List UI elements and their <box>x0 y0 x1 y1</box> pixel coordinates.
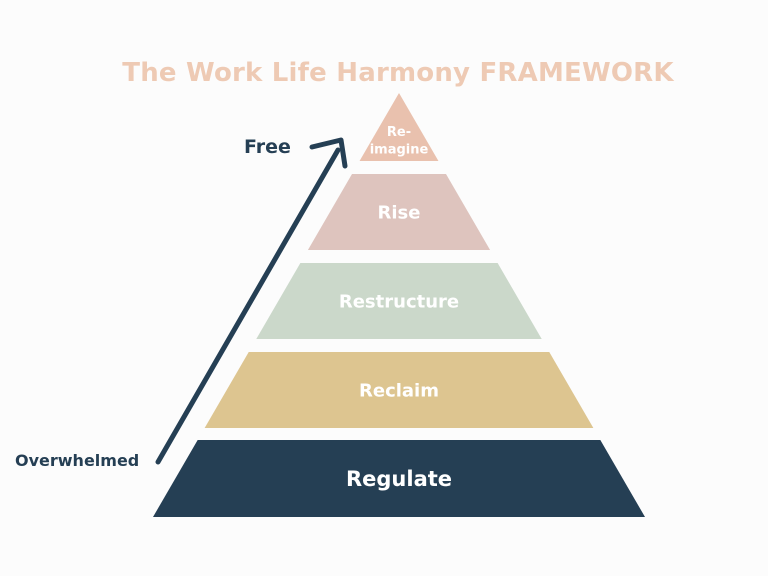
page-title: The Work Life Harmony FRAMEWORK <box>122 58 674 88</box>
label-free: Free <box>244 136 291 158</box>
arrow-head-icon <box>309 137 348 169</box>
tier-restructure <box>256 263 542 339</box>
arrow-shaft <box>155 147 341 465</box>
tier-label-rise: Rise <box>378 202 421 223</box>
tier-reimagine <box>359 93 439 161</box>
tier-regulate <box>153 440 645 517</box>
tier-reclaim <box>204 352 594 428</box>
progress-arrow <box>155 137 348 465</box>
tier-label-restructure: Restructure <box>339 291 459 312</box>
tier-label-reclaim: Reclaim <box>359 380 439 401</box>
label-overwhelmed: Overwhelmed <box>15 451 140 470</box>
tier-label-reimagine: imagine <box>370 142 429 157</box>
tier-label-reimagine: Re- <box>387 125 411 140</box>
tier-label-regulate: Regulate <box>346 467 452 491</box>
tier-rise <box>307 174 491 250</box>
